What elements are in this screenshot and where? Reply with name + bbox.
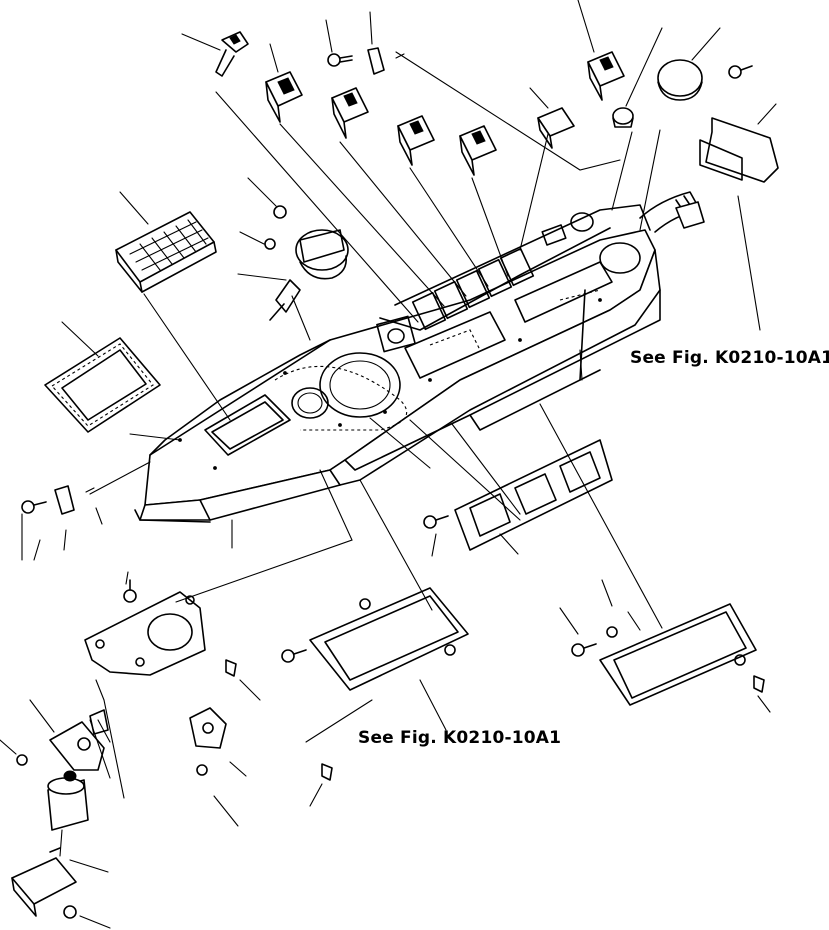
bracket-small <box>16 709 109 771</box>
reference-label-right: See Fig. K0210-10A1 <box>630 348 829 368</box>
bracket-left <box>21 485 95 515</box>
rocker-switch-3 <box>397 115 435 166</box>
starter-assembly <box>11 770 89 919</box>
round-cap <box>657 59 703 101</box>
rocker-switch-1 <box>265 71 303 123</box>
dial-knob <box>264 205 349 321</box>
mount-plate-far-right <box>571 603 765 706</box>
rocker-switch-5 <box>587 51 625 101</box>
rocker-switch-2 <box>331 87 369 139</box>
bracket-top-right <box>699 65 779 183</box>
mount-plate-center <box>84 579 237 677</box>
rocker-switch-4 <box>459 125 497 176</box>
mount-plate-right <box>281 587 469 781</box>
leader-lines <box>0 0 777 929</box>
wire-connector <box>639 191 705 233</box>
mount-plate-lower <box>189 707 227 776</box>
reference-label-bottom: See Fig. K0210-10A1 <box>358 728 562 748</box>
small-knob <box>612 107 634 128</box>
decal-plate <box>423 439 613 551</box>
screw-top <box>327 47 405 75</box>
vent-grille <box>115 211 217 293</box>
key-switch <box>215 31 249 77</box>
console-panel <box>134 204 661 523</box>
gasket-frame <box>44 337 161 433</box>
blank-plug <box>537 107 575 149</box>
